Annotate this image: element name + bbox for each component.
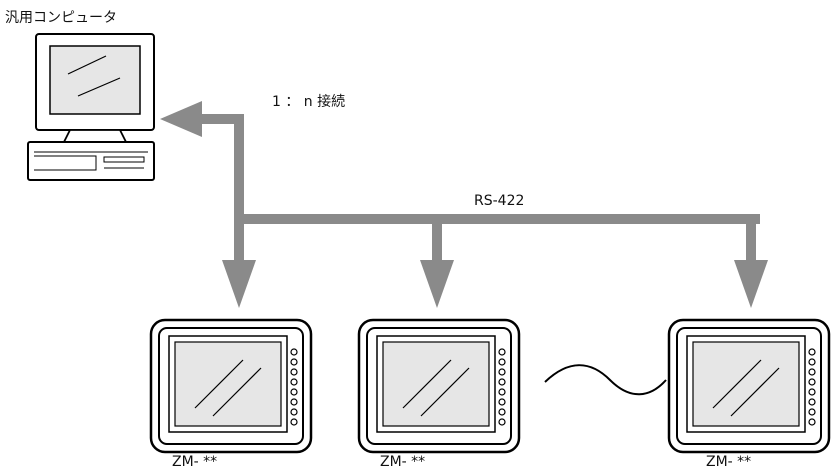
touch-panel-icon (149, 318, 313, 454)
vertical-trunk-line (234, 114, 244, 216)
terminal-label-2: ZM- ** (380, 454, 425, 470)
arrow-to-host (160, 101, 202, 137)
bus-label: RS-422 (474, 193, 524, 209)
rs422-bus-line (234, 214, 760, 224)
connection-label: 1 ： n 接続 (272, 93, 345, 110)
desktop-computer-icon (27, 33, 155, 181)
arrow-down-2 (420, 260, 454, 308)
arrow-down-3 (734, 260, 768, 308)
computer-label: 汎用コンピュータ (5, 10, 117, 26)
touch-panel-icon (667, 318, 831, 454)
drop-line-1 (234, 222, 244, 262)
tilde-continuation-icon (544, 364, 667, 396)
host-link-line (200, 114, 244, 124)
terminal-label-3: ZM- ** (706, 454, 751, 470)
connection-lines (160, 101, 768, 308)
terminal-label-1: ZM- ** (172, 454, 217, 470)
drop-line-3 (746, 222, 756, 262)
arrow-down-1 (222, 260, 256, 308)
drop-line-2 (432, 222, 442, 262)
touch-panel-icon (357, 318, 521, 454)
